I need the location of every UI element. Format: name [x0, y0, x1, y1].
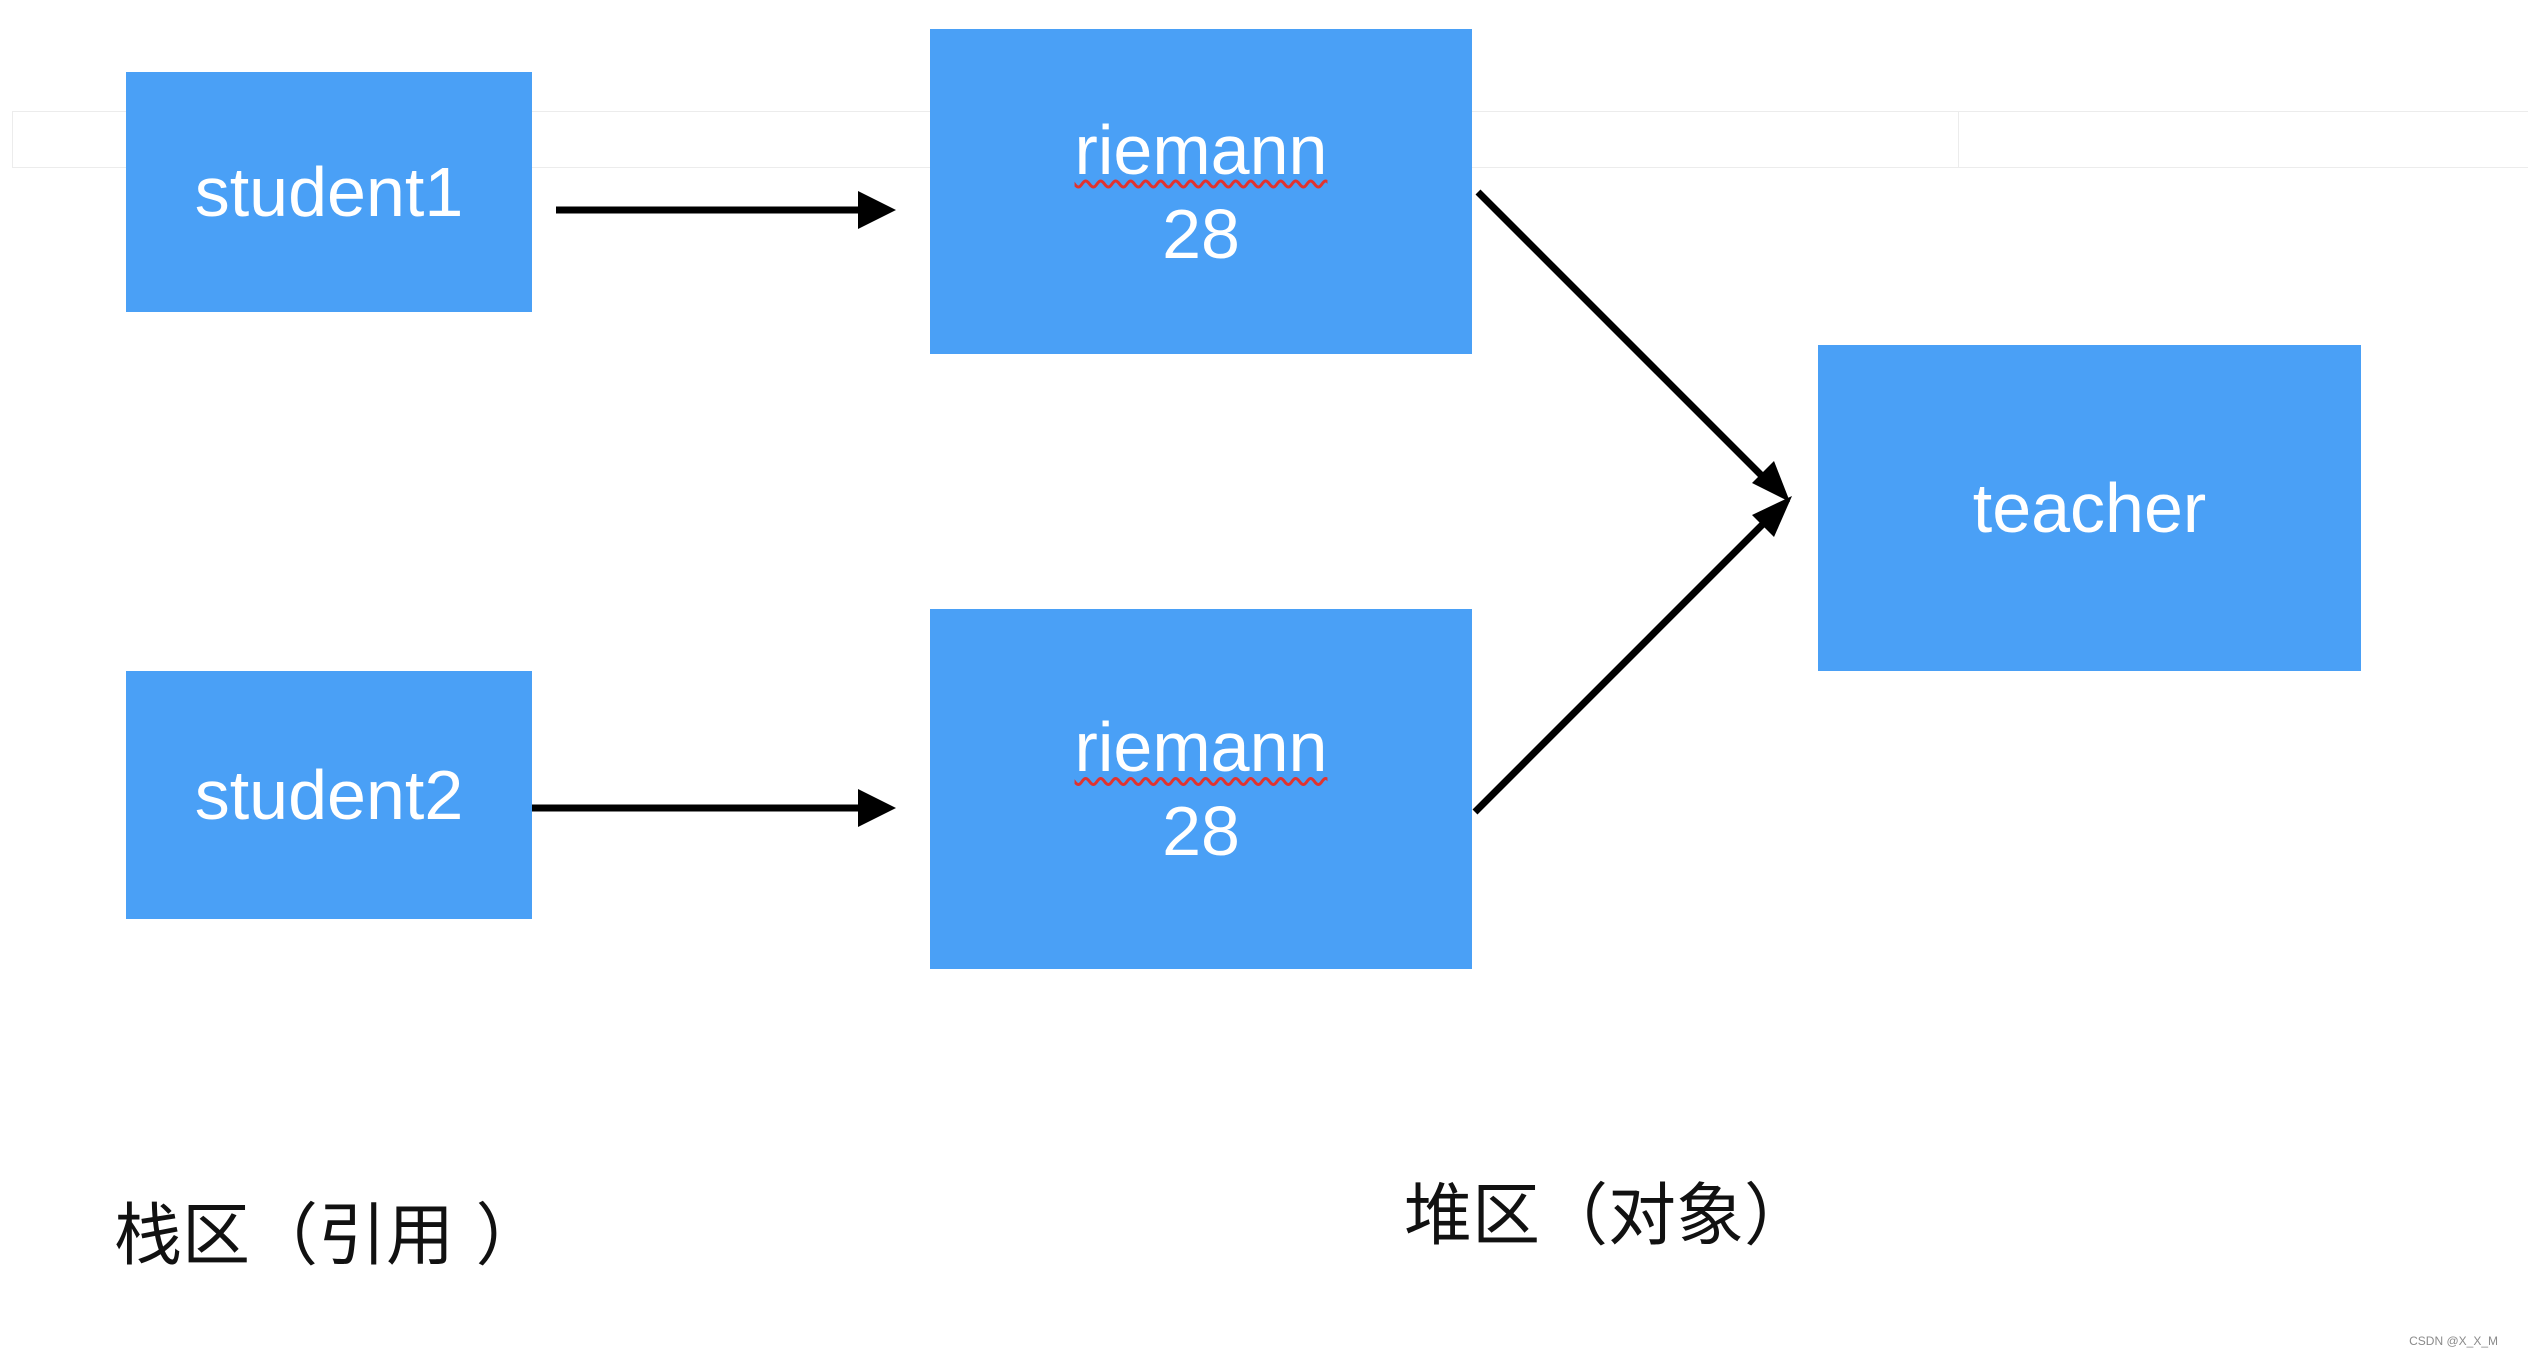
heap-region-label: 堆区（对象）: [1404, 1177, 1813, 1256]
arrow-object2-to-teacher: [1472, 511, 1776, 815]
stack-ref-label: student2: [194, 756, 464, 834]
arrow-object1-to-teacher: [1475, 189, 1776, 490]
arrowhead: [858, 191, 896, 229]
heap-object-age: 28: [1162, 792, 1240, 870]
heap-object-age: 28: [1162, 194, 1240, 273]
heap-object-name: riemann: [1074, 708, 1328, 786]
heap-object-teacher: teacher: [1818, 345, 2361, 671]
background-strip-divider: [1958, 111, 1959, 168]
heap-object-name: riemann: [1074, 110, 1328, 189]
watermark: CSDN @X_X_M: [2409, 1334, 2498, 1348]
arrowhead: [1752, 461, 1790, 502]
stack-region-label: 栈区（引用 ）: [114, 1197, 544, 1276]
heap-object-2: riemann 28: [930, 609, 1472, 969]
teacher-label: teacher: [1972, 469, 2207, 547]
stack-ref-label: student1: [194, 153, 464, 231]
stack-ref-student2: student2: [126, 671, 532, 919]
arrowhead: [1752, 496, 1792, 537]
stack-ref-student1: student1: [126, 72, 532, 312]
arrowhead: [858, 789, 896, 827]
heap-object-1: riemann 28: [930, 29, 1472, 354]
